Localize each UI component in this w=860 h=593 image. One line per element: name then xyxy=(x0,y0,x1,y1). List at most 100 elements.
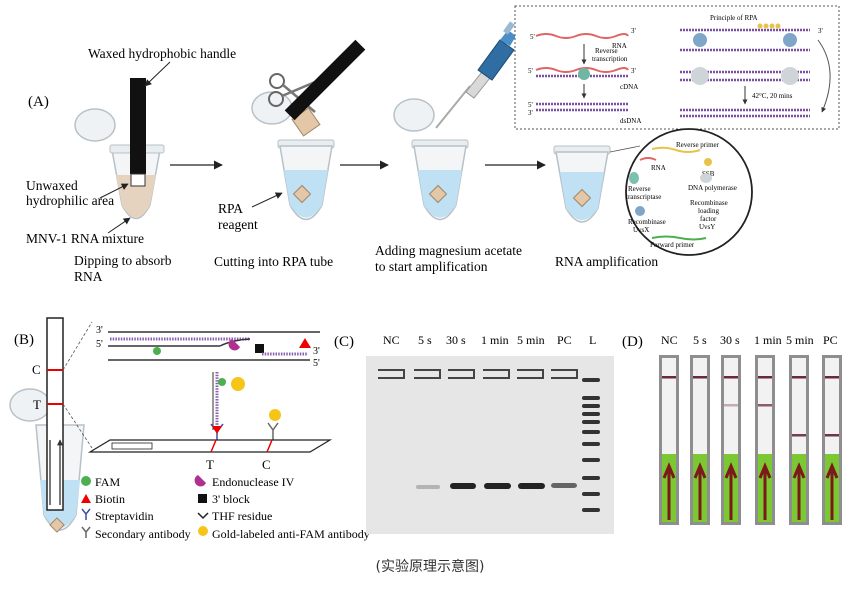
svg-text:3': 3' xyxy=(313,346,320,357)
svg-text:5': 5' xyxy=(528,101,533,109)
svg-text:DNA polymerase: DNA polymerase xyxy=(688,184,737,192)
inset-condition: 42°C, 20 mins xyxy=(752,92,793,100)
strip-results xyxy=(659,355,842,525)
svg-text:Gold-labeled anti-FAM antibody: Gold-labeled anti-FAM antibody xyxy=(212,527,370,541)
step-1-label-1: Dipping to absorb xyxy=(74,253,172,268)
strip-t-label: T xyxy=(33,397,41,412)
svg-text:FAM: FAM xyxy=(95,475,120,489)
panel-c: (C) NC xyxy=(334,333,614,534)
svg-text:Secondary antibody: Secondary antibody xyxy=(95,527,191,541)
unwaxed-area xyxy=(130,173,146,187)
svg-text:3': 3' xyxy=(96,325,103,336)
gel-lane-pc: PC xyxy=(557,333,572,347)
svg-text:3' block: 3' block xyxy=(212,492,250,506)
strip-c-label: C xyxy=(32,362,41,377)
test-strip xyxy=(789,355,809,525)
tube-3 xyxy=(393,98,469,221)
reagent-label-2: reagent xyxy=(218,217,258,232)
streptavidin-icon xyxy=(81,508,91,520)
control-line xyxy=(662,376,676,379)
svg-text:THF residue: THF residue xyxy=(212,509,272,523)
figure-caption: (实验原理示意图) xyxy=(375,559,485,575)
waxed-handle xyxy=(130,78,146,174)
inset-rna: RNA xyxy=(612,42,627,50)
svg-text:3': 3' xyxy=(818,27,823,35)
svg-text:Endonuclease IV: Endonuclease IV xyxy=(212,475,295,489)
panel-c-label: (C) xyxy=(334,334,354,350)
tube-4 xyxy=(553,145,611,223)
step-2-label: Cutting into RPA tube xyxy=(214,254,333,269)
lateral-flow-strip xyxy=(46,317,64,511)
control-line xyxy=(758,376,772,379)
inset-principle: Principle of RPA xyxy=(710,14,758,22)
svg-text:Biotin: Biotin xyxy=(95,492,125,506)
inset-cdna: cDNA xyxy=(620,83,638,91)
rpa-inset: 5' 3' RNA Reverse transcription 5' 3' cD… xyxy=(514,5,840,130)
endonuclease-marker xyxy=(228,339,240,351)
test-strip xyxy=(721,355,741,525)
figure-canvas: (A) Waxed hydrophobic handle Unwaxed hyd… xyxy=(9,5,842,541)
strip-label-nc: NC xyxy=(661,333,678,347)
svg-text:transcription: transcription xyxy=(592,55,628,63)
test-strip xyxy=(690,355,710,525)
svg-text:Reverse: Reverse xyxy=(628,185,651,193)
strip-label-5s: 5 s xyxy=(693,333,707,347)
svg-text:Recombinase: Recombinase xyxy=(628,218,666,226)
svg-text:transcriptase: transcriptase xyxy=(626,193,661,201)
gel-lane-ladder: L xyxy=(589,333,596,347)
thf-icon xyxy=(197,512,209,520)
panel-d-label: (D) xyxy=(622,334,643,350)
control-line xyxy=(693,376,707,379)
test-line xyxy=(792,434,806,437)
svg-text:5': 5' xyxy=(96,339,103,350)
step-3-label-1: Adding magnesium acetate xyxy=(375,243,522,258)
tube-2 xyxy=(251,91,335,221)
biotin-icon xyxy=(81,494,91,503)
svg-text:3': 3' xyxy=(631,27,636,35)
gel-ladder xyxy=(582,378,600,512)
test-line xyxy=(724,404,738,407)
strip-label-5min: 5 min xyxy=(786,333,814,347)
svg-text:3': 3' xyxy=(528,109,533,117)
panel-b: (B) C T 3' 5' 3' 5' xyxy=(9,317,370,541)
unwaxed-label-1: Unwaxed xyxy=(26,178,78,193)
svg-text:5': 5' xyxy=(313,358,320,369)
control-line xyxy=(792,376,806,379)
endonuclease-icon xyxy=(194,475,206,487)
svg-text:UvsX: UvsX xyxy=(633,226,649,234)
handle-label: Waxed hydrophobic handle xyxy=(88,46,236,61)
gel-bands xyxy=(416,483,577,489)
test-line xyxy=(758,404,772,407)
svg-text:Reverse primer: Reverse primer xyxy=(676,141,720,149)
waxed-handle-cut xyxy=(284,39,366,121)
step-4-label: RNA amplification xyxy=(555,254,658,269)
svg-text:Reverse: Reverse xyxy=(595,47,618,55)
block-icon xyxy=(198,494,207,503)
fam-marker xyxy=(153,347,161,355)
svg-text:RNA: RNA xyxy=(651,164,666,172)
gel-wells xyxy=(378,369,578,379)
panel-b-label: (B) xyxy=(14,332,34,348)
svg-text:3': 3' xyxy=(631,67,636,75)
secondary-antibody-icon xyxy=(81,526,91,538)
gel-lane-1min: 1 min xyxy=(481,333,509,347)
gel-image xyxy=(366,356,614,534)
strip-label-30s: 30 s xyxy=(720,333,740,347)
strip-label-1min: 1 min xyxy=(754,333,782,347)
pipette-icon xyxy=(435,21,516,129)
panel-d: (D) NC 5 s 30 s 1 min 5 min PC xyxy=(622,333,842,525)
schematic-t-label: T xyxy=(206,457,214,472)
gel-lane-5min: 5 min xyxy=(517,333,545,347)
fam-icon xyxy=(81,476,91,486)
test-line xyxy=(825,434,839,437)
unwaxed-label-2: hydrophilic area xyxy=(26,193,114,208)
control-line xyxy=(825,376,839,379)
svg-text:5': 5' xyxy=(528,67,533,75)
test-strip xyxy=(822,355,842,525)
gel-lane-30s: 30 s xyxy=(446,333,466,347)
test-strip xyxy=(659,355,679,525)
svg-text:Forward primer: Forward primer xyxy=(650,241,695,249)
panel-a: (A) Waxed hydrophobic handle Unwaxed hyd… xyxy=(26,5,840,284)
reagent-label-1: RPA xyxy=(218,201,243,216)
strip-label-pc: PC xyxy=(823,333,838,347)
